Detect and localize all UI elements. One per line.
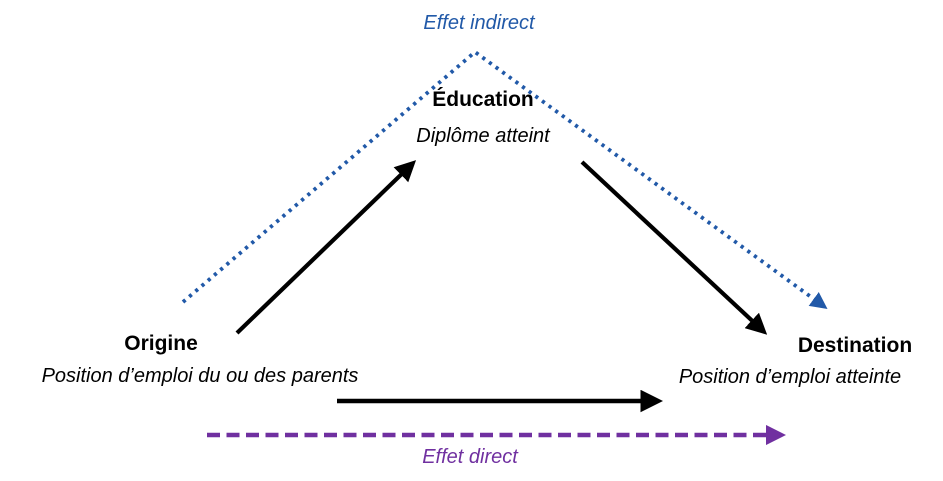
direct-effect-label: Effet direct — [422, 446, 518, 468]
education-subtitle: Diplôme atteint — [416, 125, 550, 147]
destination-title: Destination — [797, 334, 913, 357]
origin-to-education-arrow — [235, 160, 417, 335]
origin-title: Origine — [124, 332, 198, 355]
destination-subtitle: Position d’emploi atteinte — [678, 366, 902, 388]
indirect-effect-label: Effet indirect — [423, 12, 535, 34]
education-to-destination-arrow — [580, 160, 768, 335]
education-title: Éducation — [432, 88, 534, 111]
origin-subtitle: Position d’emploi du ou des parents — [41, 365, 359, 387]
